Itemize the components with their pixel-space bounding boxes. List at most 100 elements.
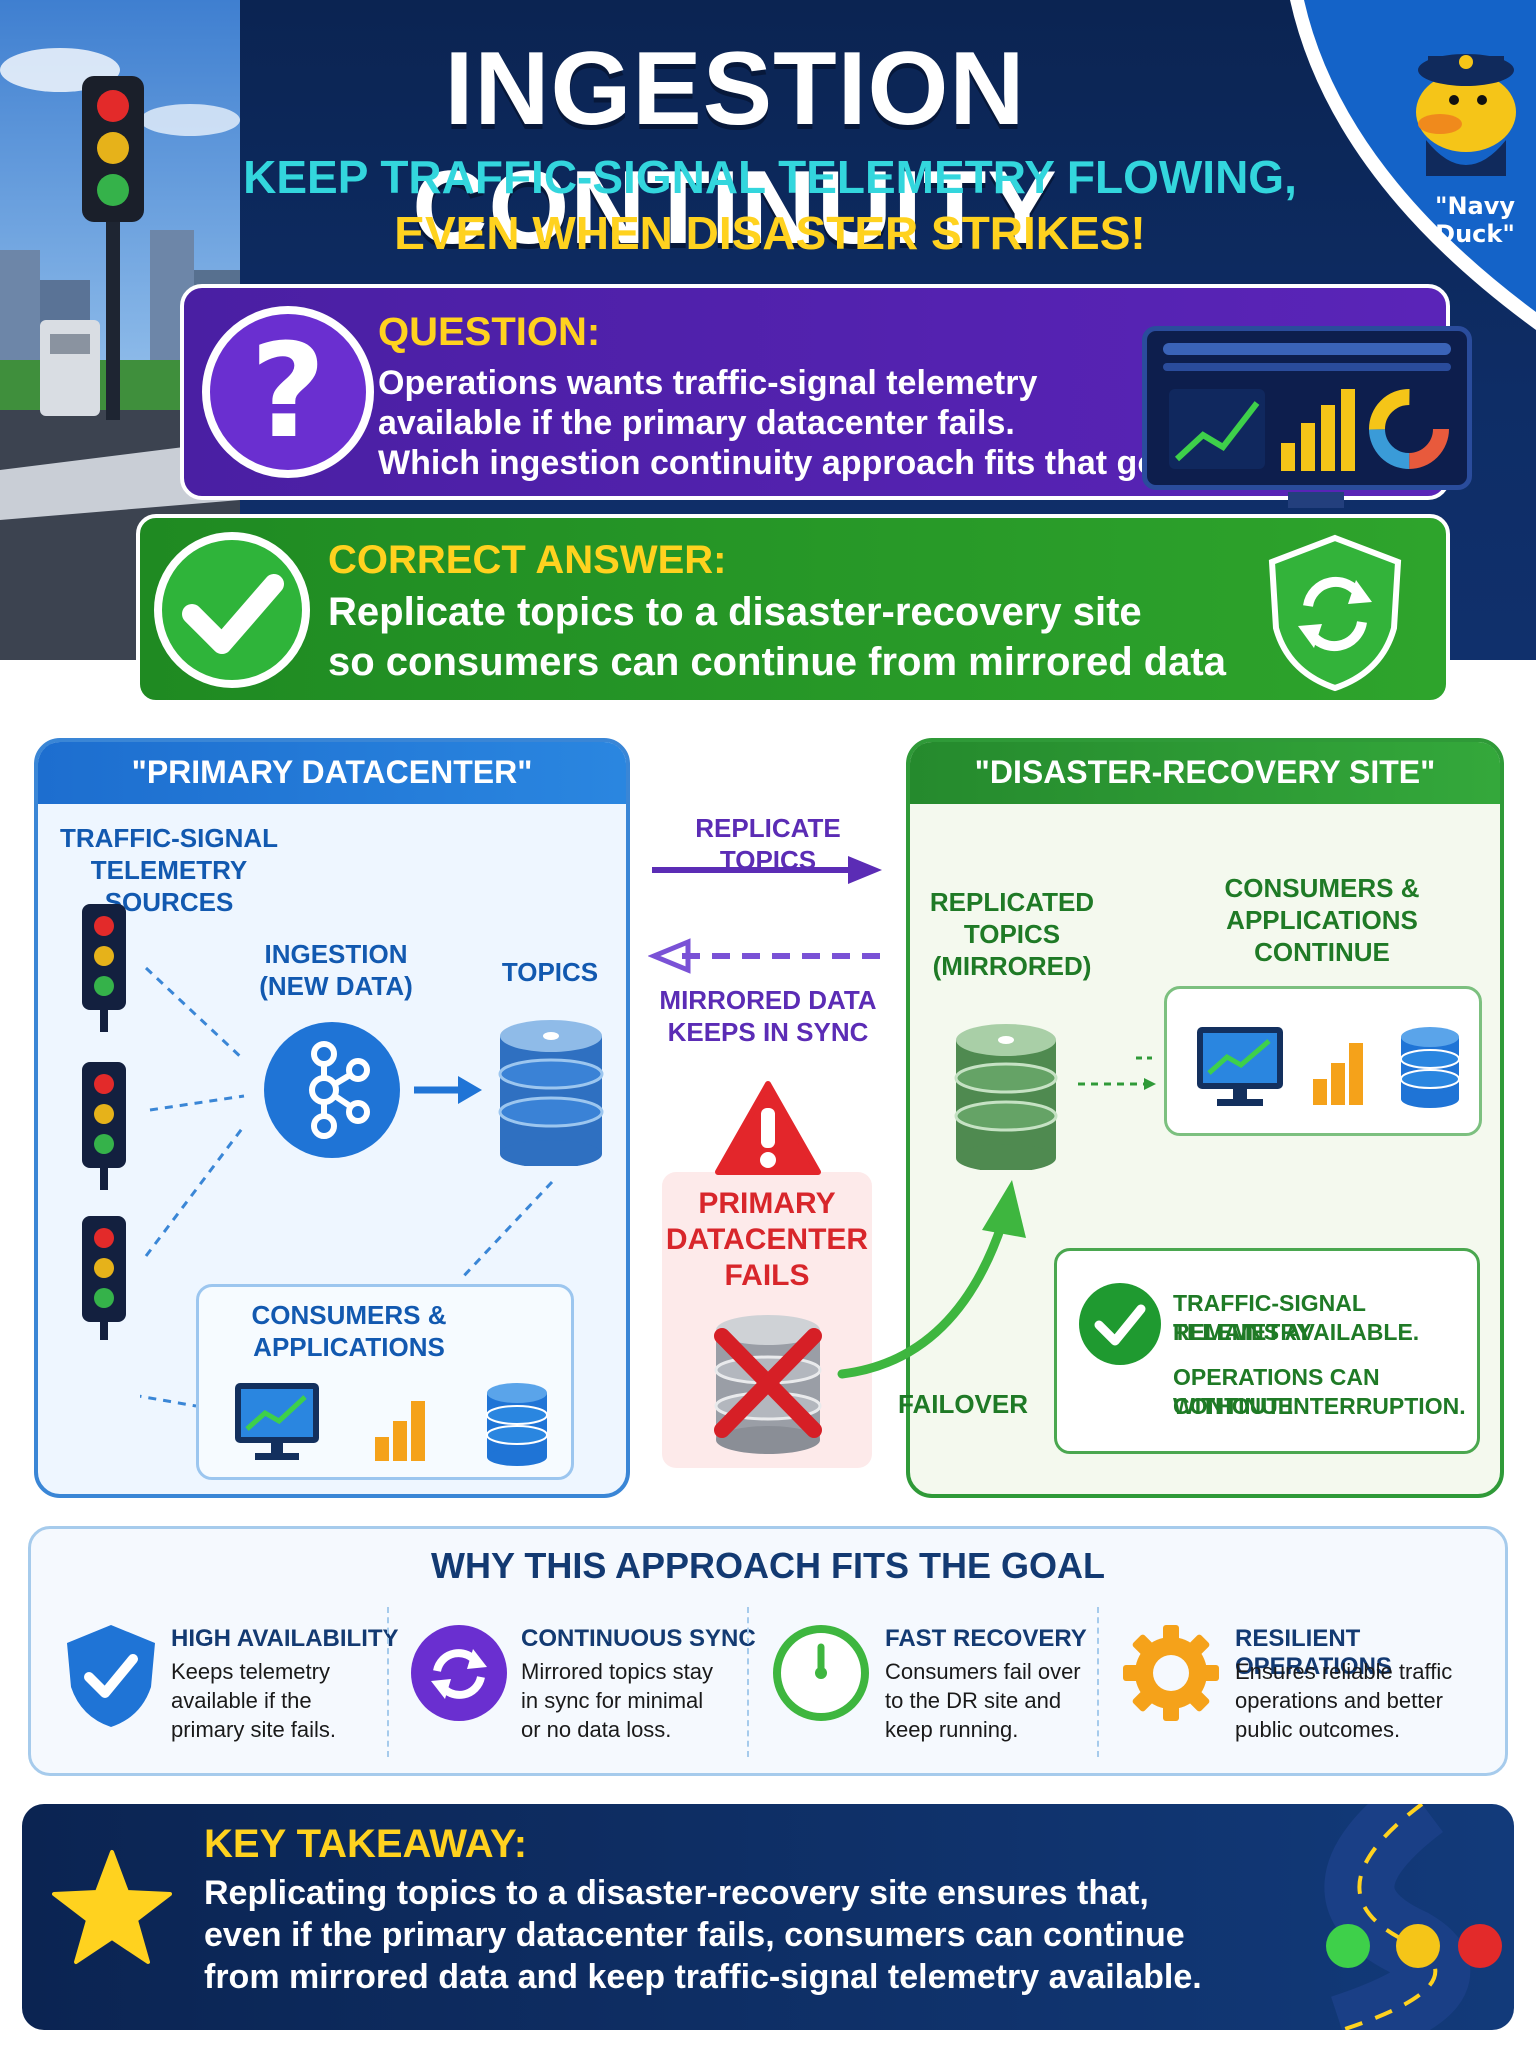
warning-icon bbox=[715, 1081, 821, 1175]
why-section: WHY THIS APPROACH FITS THE GOAL HIGH AVA… bbox=[28, 1526, 1508, 1776]
why-divider bbox=[387, 1607, 389, 1757]
mirrored-sync-arrow bbox=[648, 938, 884, 974]
traffic-light-illustration bbox=[0, 0, 240, 660]
shield-check-icon bbox=[67, 1625, 155, 1727]
mirrored-data-label-line2: KEEPS IN SYNC bbox=[667, 1017, 869, 1047]
kafka-ingestion-icon bbox=[264, 1022, 400, 1158]
key-takeaway-panel: KEY TAKEAWAY: Replicating topics to a di… bbox=[22, 1804, 1514, 2030]
result-line: OPERATIONS CAN CONTINUE bbox=[1173, 1364, 1380, 1419]
monitor-chart-icon bbox=[235, 1383, 319, 1460]
consumer-apps-icons bbox=[235, 1383, 548, 1466]
replicated-topics-label-line2: TOPICS bbox=[963, 919, 1061, 949]
why-item-text: primary site fails. bbox=[171, 1717, 337, 1742]
mascot-label: "Navy Duck" bbox=[1420, 192, 1530, 248]
dr-panel-header bbox=[910, 742, 1500, 804]
ingestion-label-line2: (NEW DATA) bbox=[259, 971, 413, 1001]
traffic-light-icon bbox=[82, 1216, 126, 1340]
primary-connector-lines bbox=[140, 966, 554, 1408]
primary-consumers-label: CONSUMERS & APPLICATIONS bbox=[239, 1299, 459, 1363]
dr-consumer-apps-icons bbox=[1197, 1027, 1460, 1108]
telemetry-sources-label: TRAFFIC-SIGNAL TELEMETRY SOURCES bbox=[44, 822, 294, 918]
result-line: WITHOUT INTERRUPTION. bbox=[1173, 1393, 1466, 1419]
failed-database-icon bbox=[714, 1315, 822, 1454]
dr-consumers-label-line2: APPLICATIONS bbox=[1226, 905, 1418, 935]
shield-sync-icon bbox=[1268, 534, 1402, 692]
ingestion-label-line1: INGESTION bbox=[264, 939, 408, 969]
why-divider bbox=[1097, 1607, 1099, 1757]
primary-consumers-label-line1: CONSUMERS & bbox=[251, 1300, 447, 1330]
answer-line: Replicate topics to a disaster-recovery … bbox=[328, 590, 1142, 634]
traffic-light-sources bbox=[82, 904, 126, 1340]
primary-panel-title: "PRIMARY DATACENTER" bbox=[131, 754, 533, 790]
question-line: Operations wants traffic-signal telemetr… bbox=[378, 364, 1038, 402]
traffic-light-icon bbox=[82, 904, 126, 1032]
failover-arrow bbox=[837, 1180, 1026, 1379]
why-item-text: public outcomes. bbox=[1235, 1717, 1401, 1742]
why-item-heading: RESILIENT OPERATIONS bbox=[1235, 1625, 1392, 1680]
road-with-signals-illustration bbox=[1324, 1804, 1502, 2030]
failover-label: FAILOVER bbox=[898, 1389, 1029, 1419]
question-label: QUESTION: bbox=[378, 310, 601, 354]
primary-consumers-box: CONSUMERS & APPLICATIONS bbox=[196, 1284, 574, 1480]
monitor-stand bbox=[1288, 492, 1344, 508]
database-icon bbox=[1400, 1027, 1460, 1108]
why-item-text: available if the bbox=[171, 1688, 312, 1713]
why-item-text: operations and better bbox=[1235, 1688, 1443, 1713]
subtitle-line2: EVEN WHEN DISASTER STRIKES! bbox=[394, 207, 1146, 259]
subtitle-line1: KEEP TRAFFIC-SIGNAL TELEMETRY FLOWING, bbox=[243, 151, 1297, 203]
answer-label: CORRECT ANSWER: bbox=[328, 538, 727, 582]
dr-consumers-label-line1: CONSUMERS & bbox=[1224, 873, 1420, 903]
why-item-text: Consumers fail over bbox=[885, 1659, 1081, 1684]
telemetry-sources-label-line1: TRAFFIC-SIGNAL bbox=[59, 823, 279, 853]
why-item-text: Ensures reliable traffic bbox=[1235, 1659, 1453, 1684]
why-divider bbox=[747, 1607, 749, 1757]
question-panel: ? QUESTION: Operations wants traffic-sig… bbox=[180, 284, 1450, 500]
mascot-label-line2: Duck" bbox=[1435, 220, 1515, 248]
gear-icon bbox=[1123, 1625, 1219, 1721]
primary-consumers-label-line2: APPLICATIONS bbox=[253, 1332, 445, 1362]
telemetry-sources-label-line2: TELEMETRY SOURCES bbox=[90, 855, 248, 917]
topics-database-icon bbox=[498, 1020, 604, 1166]
replicated-topics-database-icon bbox=[954, 1024, 1058, 1170]
why-item-heading: CONTINUOUS SYNC bbox=[521, 1625, 756, 1652]
why-title: WHY THIS APPROACH FITS THE GOAL bbox=[430, 1545, 1105, 1586]
traffic-light-icon bbox=[82, 1062, 126, 1190]
answer-panel: CORRECT ANSWER: Replicate topics to a di… bbox=[136, 514, 1450, 704]
database-icon bbox=[486, 1383, 548, 1466]
checkmark-glyph bbox=[182, 574, 284, 654]
ingestion-to-topics-arrow bbox=[414, 1076, 482, 1104]
mascot-label-line1: "Navy bbox=[1434, 192, 1516, 220]
clock-icon bbox=[773, 1625, 869, 1721]
why-item-text: in sync for minimal bbox=[521, 1688, 704, 1713]
replicate-arrow bbox=[652, 856, 882, 884]
monitor-chart-icon bbox=[1197, 1027, 1283, 1106]
replicated-topics-label-line3: (MIRRORED) bbox=[932, 951, 1092, 981]
dr-consumers-label-line3: CONTINUE bbox=[1254, 937, 1390, 967]
question-line: available if the primary datacenter fail… bbox=[378, 404, 1015, 442]
dr-consumers-label: CONSUMERS & APPLICATIONS CONTINUE bbox=[1206, 872, 1438, 968]
takeaway-line: from mirrored data and keep traffic-sign… bbox=[204, 1958, 1202, 1996]
dr-consumers-box bbox=[1164, 986, 1482, 1136]
star-icon bbox=[52, 1850, 172, 1964]
takeaway-line: even if the primary datacenter fails, co… bbox=[204, 1916, 1185, 1954]
why-item-text: Keeps telemetry bbox=[171, 1659, 330, 1684]
takeaway-line: Replicating topics to a disaster-recover… bbox=[204, 1874, 1149, 1912]
takeaway-label: KEY TAKEAWAY: bbox=[204, 1822, 528, 1866]
replicate-topics-label: REPLICATE TOPICS bbox=[695, 813, 841, 875]
success-check-icon bbox=[1079, 1283, 1161, 1365]
question-mark-icon: ? bbox=[202, 306, 374, 478]
why-item-text: to the DR site and bbox=[885, 1688, 1062, 1713]
primary-fails-label-line1: PRIMARY bbox=[698, 1187, 836, 1220]
primary-fails-label-line2: DATACENTER bbox=[665, 1223, 869, 1256]
mirrored-data-label: MIRRORED DATA KEEPS IN SYNC bbox=[648, 984, 888, 1048]
why-item-text: or no data loss. bbox=[521, 1717, 672, 1742]
checkmark-icon bbox=[154, 532, 310, 688]
dr-result-box: TRAFFIC-SIGNAL TELEMETRY REMAINS AVAILAB… bbox=[1054, 1248, 1480, 1454]
replicated-topics-label: REPLICATED TOPICS (MIRRORED) bbox=[922, 886, 1102, 982]
question-line: Which ingestion continuity approach fits… bbox=[378, 444, 1208, 482]
topics-label: TOPICS bbox=[501, 957, 599, 987]
dashboard-monitor-icon bbox=[1142, 326, 1472, 490]
navy-duck-mascot bbox=[1290, 0, 1536, 330]
primary-fails-label-line3: FAILS bbox=[724, 1259, 810, 1292]
sync-icon bbox=[411, 1625, 507, 1721]
